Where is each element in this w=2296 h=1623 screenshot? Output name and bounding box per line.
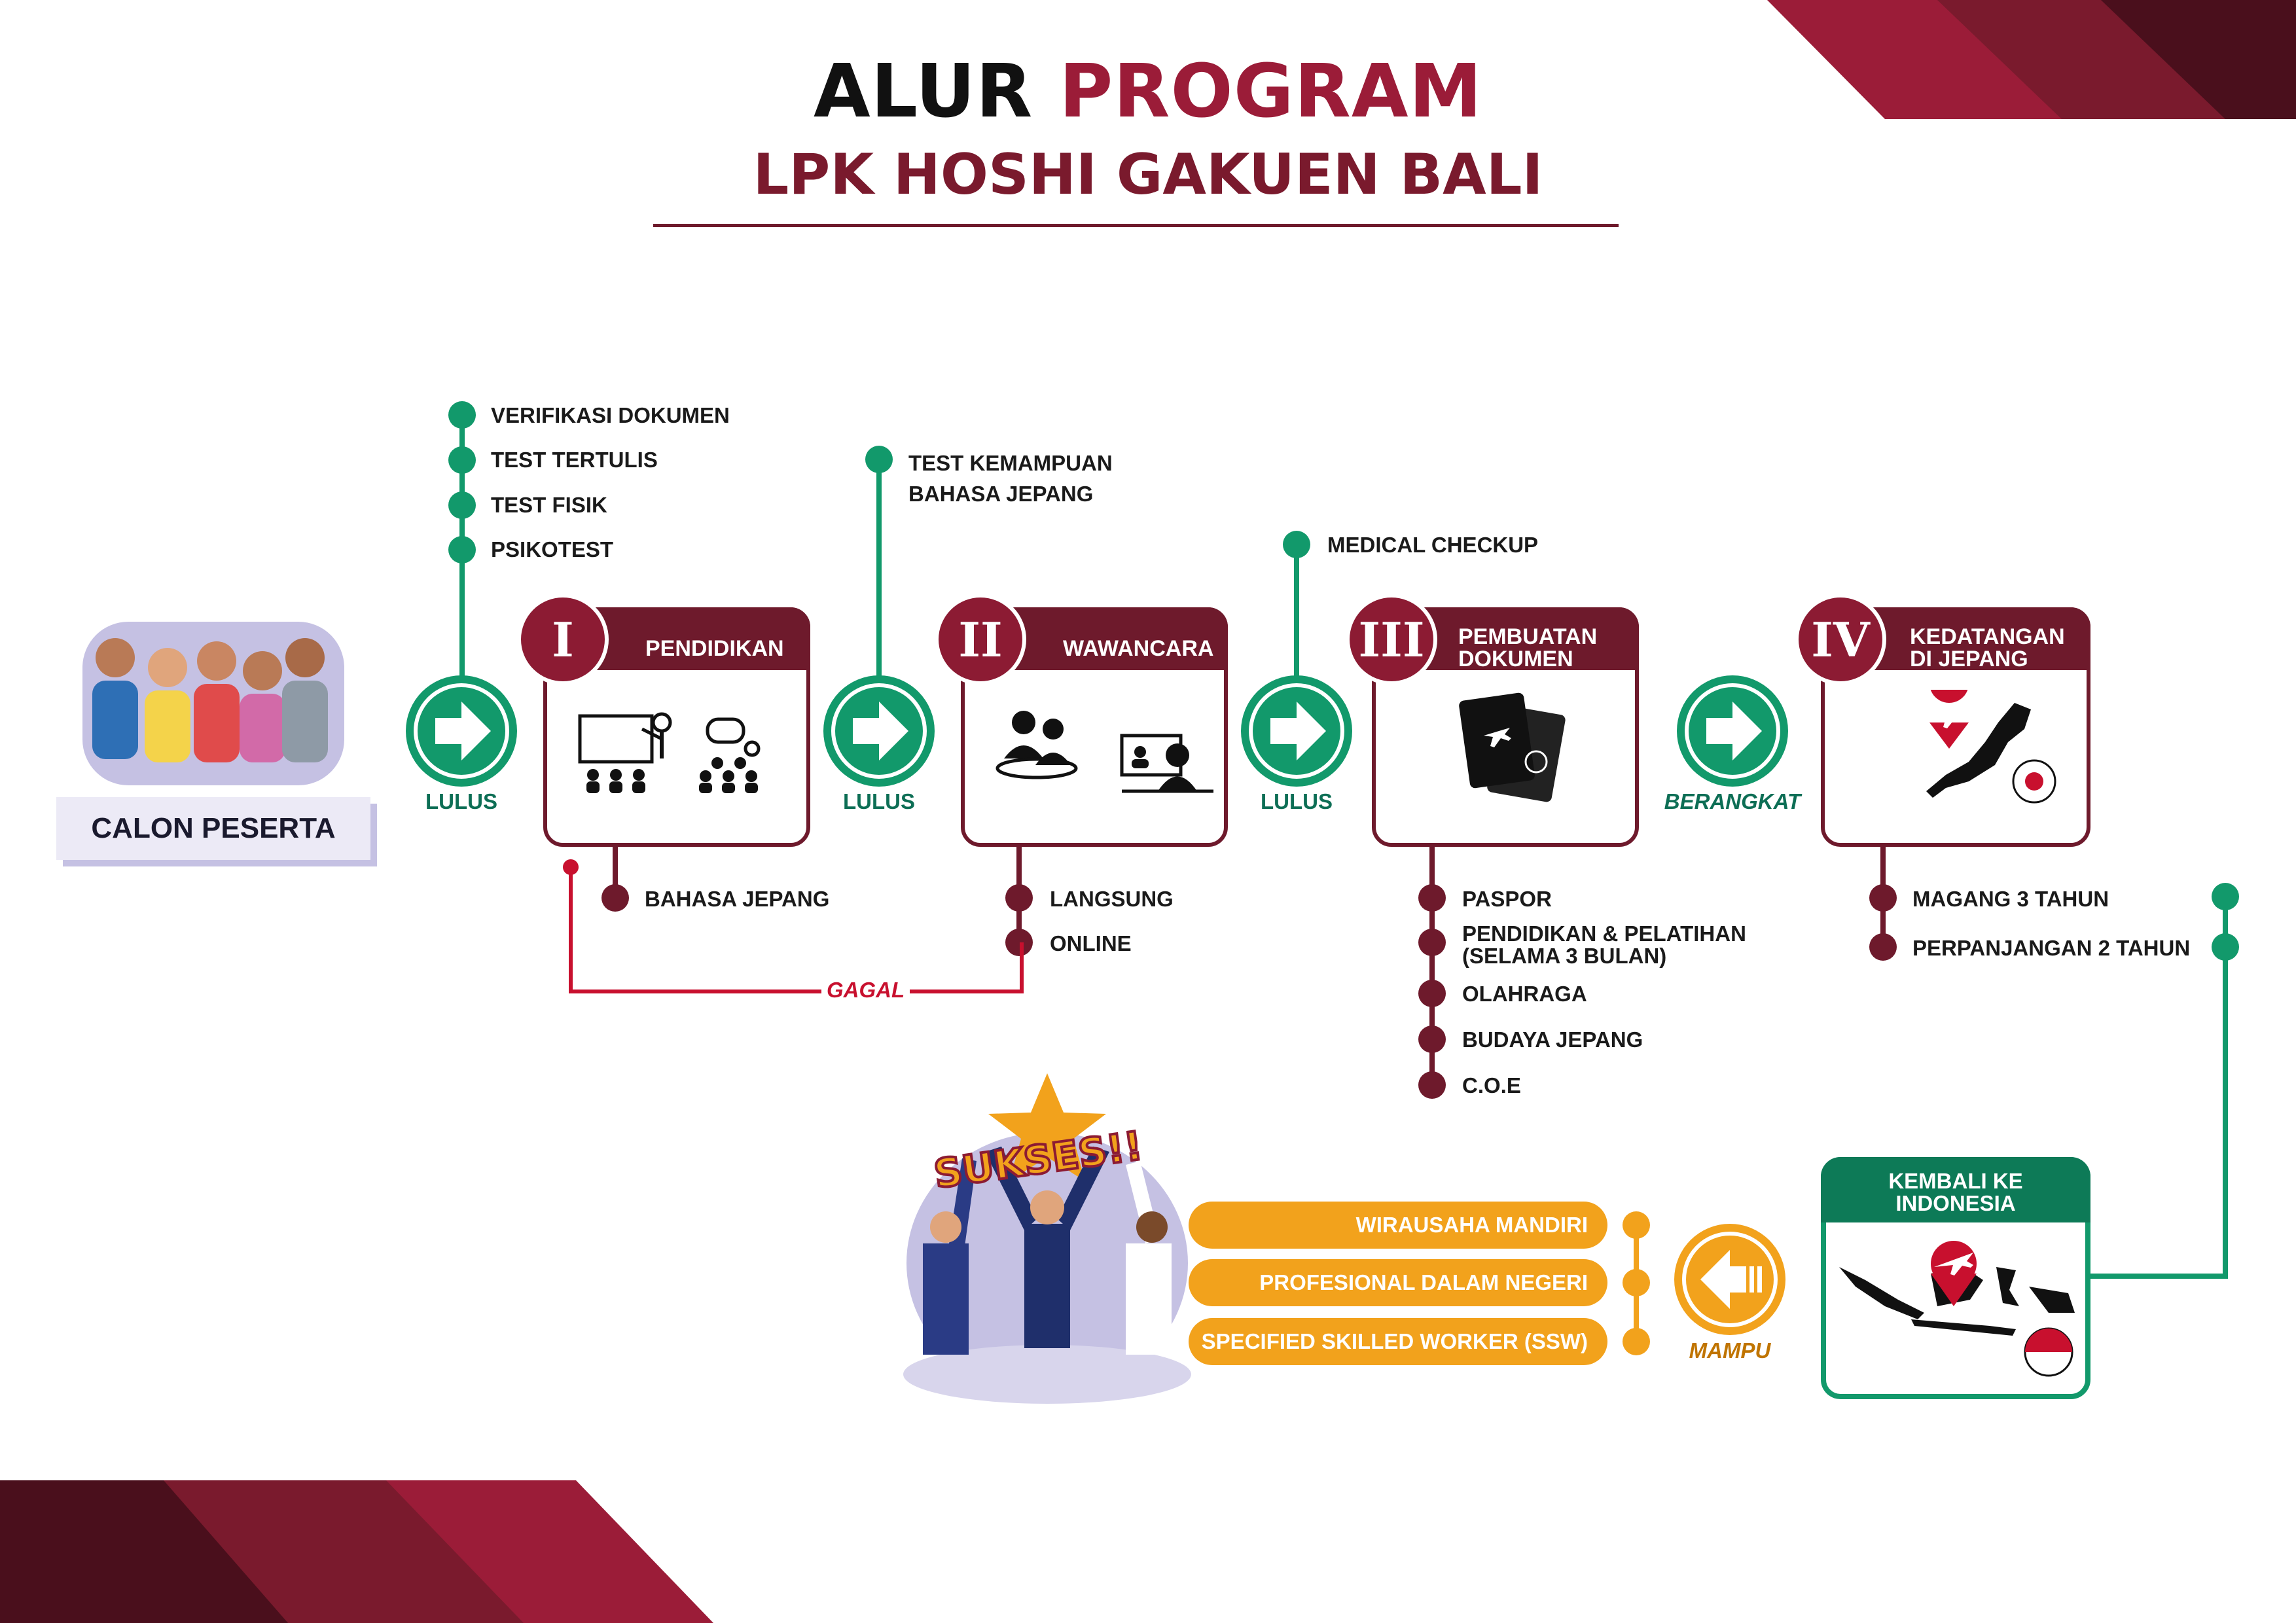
stage-2-detail-langsung: LANGSUNG	[1050, 887, 1174, 911]
classroom-icon	[578, 712, 761, 793]
stage-1-title: PENDIDIKAN	[645, 636, 784, 661]
transition-mampu: MAMPU	[1689, 1338, 1771, 1363]
stage-3-title: PEMBUATAN DOKUMEN	[1458, 624, 1598, 671]
arrow-right-icon	[1677, 675, 1788, 787]
stage-4-numeral: IV	[1795, 594, 1886, 685]
arrow-right-icon	[823, 675, 935, 787]
page-subtitle: LPK HOSHI GAKUEN BALI	[753, 142, 1543, 207]
step-language-test: TEST KEMAMPUAN BAHASA JEPANG	[908, 451, 1113, 506]
passport-icon	[1459, 692, 1566, 802]
return-card: KEMBALI KE INDONESIA	[1821, 1157, 2090, 1399]
stage-4-detail-magang: MAGANG 3 TAHUN	[1912, 887, 2109, 911]
stage-1-detail-bahasa-jepang: BAHASA JEPANG	[645, 887, 830, 911]
indonesia-map-icon	[1839, 1241, 2075, 1377]
transition-lulus-2: LULUS	[843, 789, 915, 813]
stage-2-title: WAWANCARA	[1063, 636, 1214, 661]
transition-lulus-1: LULUS	[425, 789, 497, 813]
outcome-profesional-dalam-negeri: PROFESIONAL DALAM NEGERI	[1189, 1259, 1607, 1306]
transition-gagal: GAGAL	[821, 978, 910, 1003]
stage-4-title: KEDATANGAN DI JEPANG	[1910, 624, 2065, 671]
title-part-2: PROGRAM	[1059, 49, 1483, 134]
stage-2-numeral: II	[935, 594, 1026, 685]
step-test-tertulis: TEST TERTULIS	[491, 448, 658, 472]
interview-icon	[996, 711, 1213, 793]
step-verifikasi-dokumen: VERIFIKASI DOKUMEN	[491, 403, 730, 427]
stage-1-numeral: I	[517, 594, 609, 685]
stage-3-detail-paspor: PASPOR	[1462, 887, 1552, 911]
step-medical-checkup: MEDICAL CHECKUP	[1327, 533, 1539, 557]
stage-3-detail-pelatihan: PENDIDIKAN & PELATIHAN (SELAMA 3 BULAN)	[1462, 921, 1746, 968]
stage-3-detail-olahraga: OLAHRAGA	[1462, 982, 1587, 1006]
title-part-1: ALUR	[813, 49, 1033, 134]
page-title: ALUR PROGRAM	[0, 46, 2296, 137]
start-calon-peserta: CALON PESERTA	[56, 797, 370, 860]
step-psikotest: PSIKOTEST	[491, 537, 614, 562]
transition-lulus-3: LULUS	[1261, 789, 1333, 813]
arrow-right-icon	[1241, 675, 1352, 787]
arrow-right-icon	[406, 675, 517, 787]
title-underline	[653, 224, 1619, 227]
transition-berangkat: BERANGKAT	[1664, 789, 1801, 813]
japan-map-icon	[1926, 690, 2056, 804]
stage-3-detail-budaya-jepang: BUDAYA JEPANG	[1462, 1027, 1643, 1052]
stage-3-numeral: III	[1346, 594, 1437, 685]
outcome-wirausaha-mandiri: WIRAUSAHA MANDIRI	[1189, 1202, 1607, 1249]
arrow-left-icon	[1674, 1224, 1785, 1335]
stage-4-card: KEDATANGAN DI JEPANG	[1821, 607, 2090, 847]
students-illustration	[82, 622, 344, 785]
outcome-ssw: SPECIFIED SKILLED WORKER (SSW)	[1189, 1318, 1607, 1365]
return-title: KEMBALI KE INDONESIA	[1888, 1169, 2023, 1215]
step-test-fisik: TEST FISIK	[491, 493, 607, 517]
stage-4-detail-perpanjangan: PERPANJANGAN 2 TAHUN	[1912, 936, 2191, 960]
stage-3-detail-coe: C.O.E	[1462, 1073, 1521, 1097]
stage-2-detail-online: ONLINE	[1050, 931, 1132, 955]
success-illustration	[903, 1073, 1191, 1404]
